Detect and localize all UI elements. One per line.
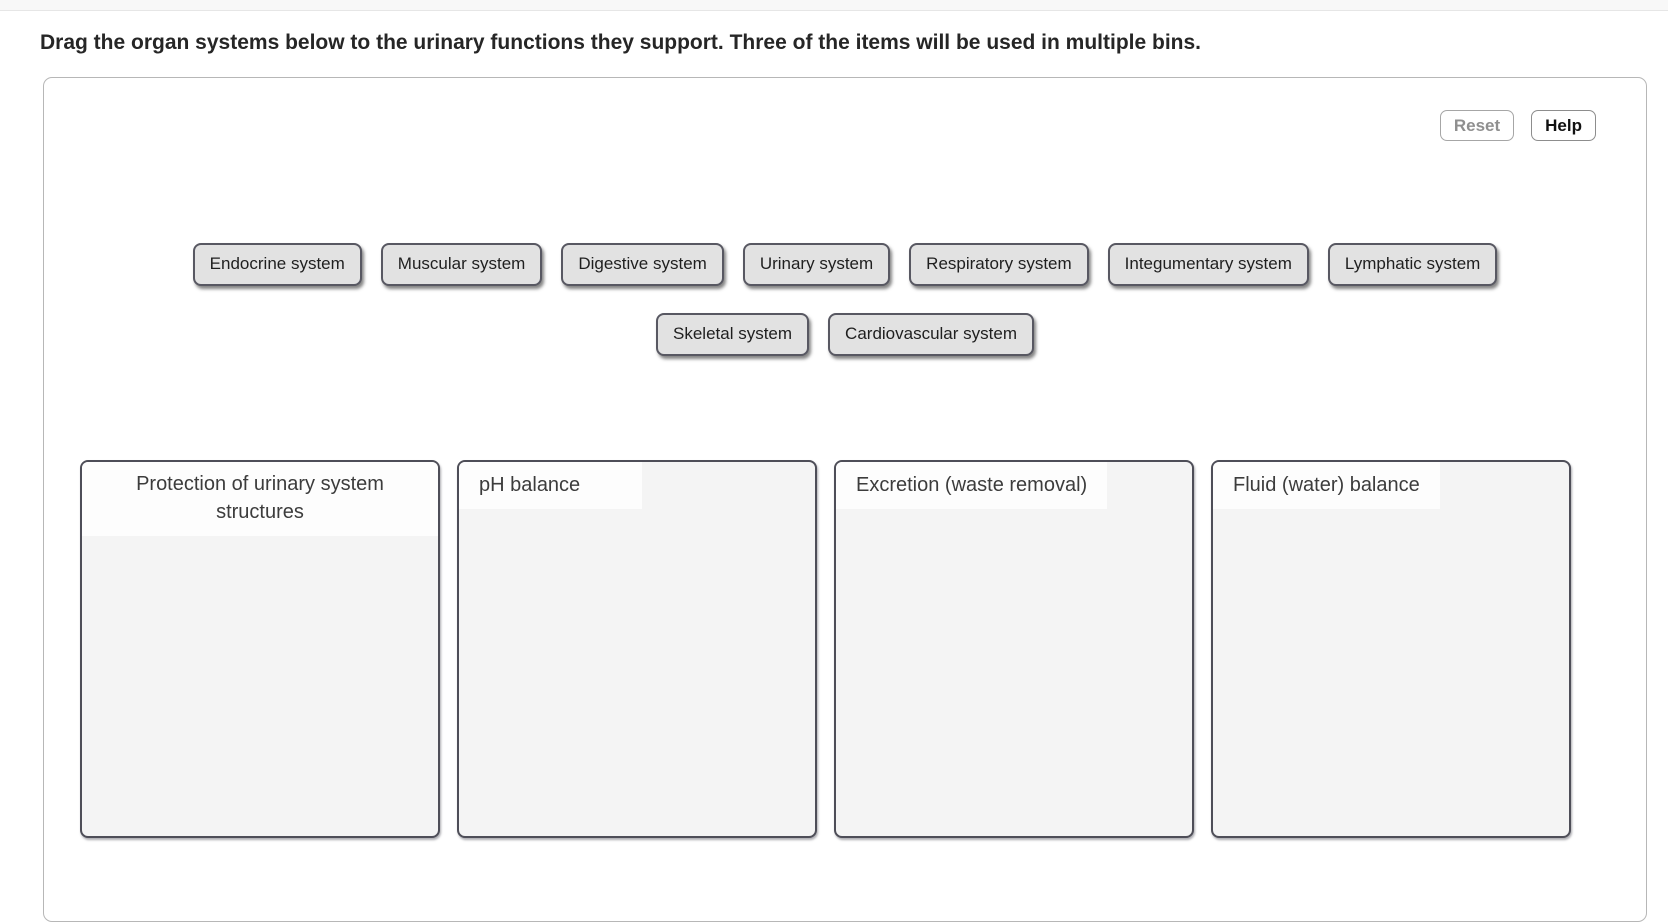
toolbar: Reset Help (1439, 110, 1596, 141)
bin-protection-of-urinary-system-structures[interactable]: Protection of urinary system structures (80, 460, 440, 838)
chip-tray-row-1: Endocrine system Muscular system Digesti… (44, 243, 1646, 286)
instruction-text: Drag the organ systems below to the urin… (40, 31, 1201, 54)
activity-panel: Reset Help Endocrine system Muscular sys… (43, 77, 1647, 922)
chip-tray-row-2: Skeletal system Cardiovascular system (44, 313, 1646, 356)
chip-respiratory-system[interactable]: Respiratory system (909, 243, 1089, 286)
drop-bins: Protection of urinary system structures … (80, 460, 1571, 838)
chip-muscular-system[interactable]: Muscular system (380, 243, 543, 286)
bin-fluid-water-balance[interactable]: Fluid (water) balance (1211, 460, 1571, 838)
bin-ph-balance[interactable]: pH balance (457, 460, 817, 838)
chip-integumentary-system[interactable]: Integumentary system (1107, 243, 1309, 286)
chip-lymphatic-system[interactable]: Lymphatic system (1327, 243, 1498, 286)
chip-endocrine-system[interactable]: Endocrine system (192, 243, 362, 286)
chip-skeletal-system[interactable]: Skeletal system (656, 313, 810, 356)
chip-urinary-system[interactable]: Urinary system (742, 243, 891, 286)
bin-label: Fluid (water) balance (1213, 462, 1440, 509)
help-button[interactable]: Help (1531, 110, 1596, 141)
bin-excretion-waste-removal[interactable]: Excretion (waste removal) (834, 460, 1194, 838)
top-divider-bar (0, 0, 1668, 11)
chip-cardiovascular-system[interactable]: Cardiovascular system (828, 313, 1034, 356)
chip-digestive-system[interactable]: Digestive system (561, 243, 724, 286)
bin-label: pH balance (459, 462, 643, 509)
bin-label: Protection of urinary system structures (82, 462, 438, 536)
reset-button[interactable]: Reset (1439, 110, 1515, 141)
bin-label: Excretion (waste removal) (836, 462, 1108, 509)
